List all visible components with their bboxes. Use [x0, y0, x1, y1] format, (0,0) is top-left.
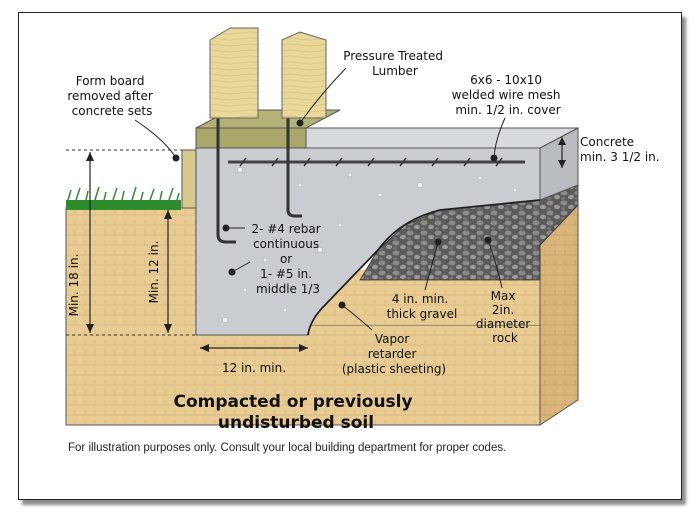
concrete-label: Concrete min. 3 1/2 in.: [580, 135, 660, 164]
dim-width-arrow-right: [299, 344, 308, 352]
anchor-bolt-left: [216, 118, 236, 244]
dim-12-arrow-bottom: [164, 324, 172, 333]
gravel-label: 4 in. min. thick gravel: [387, 292, 458, 321]
wire-mesh-label: 6x6 - 10x10 welded wire mesh min. 1/2 in…: [452, 73, 565, 117]
soil-label: Compacted or previously undisturbed soil: [173, 392, 418, 433]
form-board-label: Form board removed after concrete sets: [67, 74, 156, 118]
form-board: [181, 149, 197, 209]
vapor-retarder-label: Vapor retarder (plastic sheeting): [342, 332, 446, 376]
vapor-retarder-line: [307, 199, 541, 336]
stud-right: [281, 31, 327, 119]
min-18-label: Min. 18 in.: [67, 254, 81, 317]
width-12-label: 12 in. min.: [222, 361, 286, 375]
stud-left: [209, 27, 259, 119]
sill-plate-front: [195, 127, 307, 149]
dim-width-arrow-left: [200, 344, 209, 352]
grass: [66, 186, 181, 210]
dim-concrete-arrow-bottom: [558, 160, 566, 168]
rebar-label: 2- #4 rebar continuous or 1- #5 in. midd…: [251, 222, 324, 296]
wire-mesh-ties: [239, 157, 503, 167]
footnote: For illustration purposes only. Consult …: [68, 442, 507, 454]
dim-12-arrow-top: [164, 210, 172, 219]
anchor-bolt-right: [286, 118, 302, 218]
dim-18-arrow-bottom: [86, 324, 94, 333]
rock-label: Max 2in. diameter rock: [476, 289, 534, 345]
min-12-label: Min. 12 in.: [147, 241, 161, 304]
soil-top-right: [305, 270, 540, 325]
pressure-treated-label: Pressure Treated Lumber: [343, 49, 447, 78]
dim-concrete-arrow-top: [558, 137, 566, 145]
concrete-aggregate: [222, 167, 518, 323]
dim-18-arrow-top: [86, 152, 94, 161]
leader-lines: [134, 67, 506, 331]
